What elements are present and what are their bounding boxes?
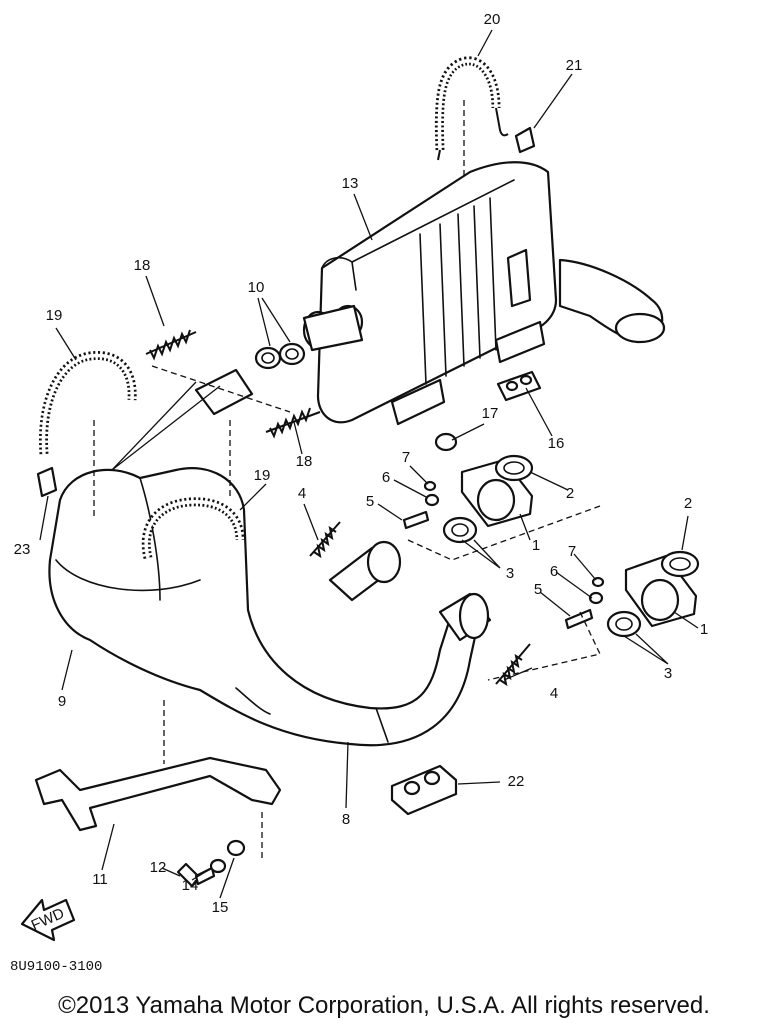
spring-19-left — [38, 351, 137, 455]
callout-3-upper: 3 — [506, 565, 514, 582]
callout-12: 12 — [150, 859, 167, 876]
callout-19-center: 19 — [254, 467, 271, 484]
hanger-bracket — [514, 126, 536, 154]
callout-2-lower: 2 — [684, 495, 692, 512]
exhaust-pipe-assembly — [48, 368, 492, 747]
plain-washer — [226, 839, 246, 857]
callout-1-upper: 1 — [532, 537, 540, 554]
callout-1-lower: 1 — [700, 621, 708, 638]
callout-11: 11 — [92, 871, 108, 888]
callout-5-upper: 5 — [366, 493, 374, 510]
damper-lower — [390, 764, 458, 816]
spring-19-center — [141, 497, 245, 560]
callout-13: 14 — [182, 877, 199, 894]
callout-20: 20 — [484, 11, 501, 28]
spring-4-right — [495, 643, 531, 687]
callout-7-lower: 7 — [568, 543, 576, 560]
callout-23: 23 — [14, 541, 31, 558]
muffler — [302, 161, 666, 426]
callout-10: 10 — [248, 279, 265, 296]
callout-17: 17 — [482, 405, 499, 422]
muffler-joint-gaskets — [254, 342, 306, 370]
callout-19-left: 19 — [46, 307, 63, 324]
callout-labels: 20 21 13 18 10 19 17 16 18 19 7 6 5 4 2 … — [14, 11, 709, 916]
leader-lines — [39, 29, 699, 899]
collar — [434, 432, 458, 452]
copyright-notice: ©2013 Yamaha Motor Corporation, U.S.A. A… — [58, 992, 710, 1019]
spring-bracket — [36, 466, 58, 498]
callout-15: 13 — [342, 175, 359, 192]
damper — [496, 370, 542, 402]
callout-18-lower: 18 — [296, 453, 313, 470]
callout-9: 9 — [58, 693, 66, 710]
callout-5-lower: 5 — [534, 581, 542, 598]
spring-18-upper — [145, 329, 197, 361]
callout-2-upper: 2 — [566, 485, 574, 502]
callout-4-upper: 4 — [298, 485, 306, 502]
callout-8: 8 — [342, 811, 350, 828]
muffler-hanger-spring — [434, 56, 509, 161]
exhaust-joint-lower — [564, 550, 700, 638]
callout-21: 21 — [566, 57, 583, 74]
callout-22: 22 — [508, 773, 525, 790]
callout-18-upper: 18 — [134, 257, 151, 274]
callout-4-lower: 4 — [550, 685, 558, 702]
callout-3-lower: 3 — [664, 665, 672, 682]
stay-bracket — [34, 756, 282, 832]
diagram-reference-code: 8U9100-3100 — [10, 959, 103, 975]
callout-6-upper: 6 — [382, 469, 390, 486]
callout-6-lower: 6 — [550, 563, 558, 580]
spring-4-left — [309, 521, 341, 559]
lock-washer — [209, 858, 227, 874]
exhaust-joint-upper — [402, 454, 534, 544]
forward-direction-arrow: FWD — [20, 898, 76, 942]
callout-7-upper: 7 — [402, 449, 410, 466]
spring-18-lower — [265, 407, 321, 439]
callout-16: 16 — [548, 435, 565, 452]
bolt — [176, 862, 216, 888]
callout-14: 15 — [212, 899, 229, 916]
